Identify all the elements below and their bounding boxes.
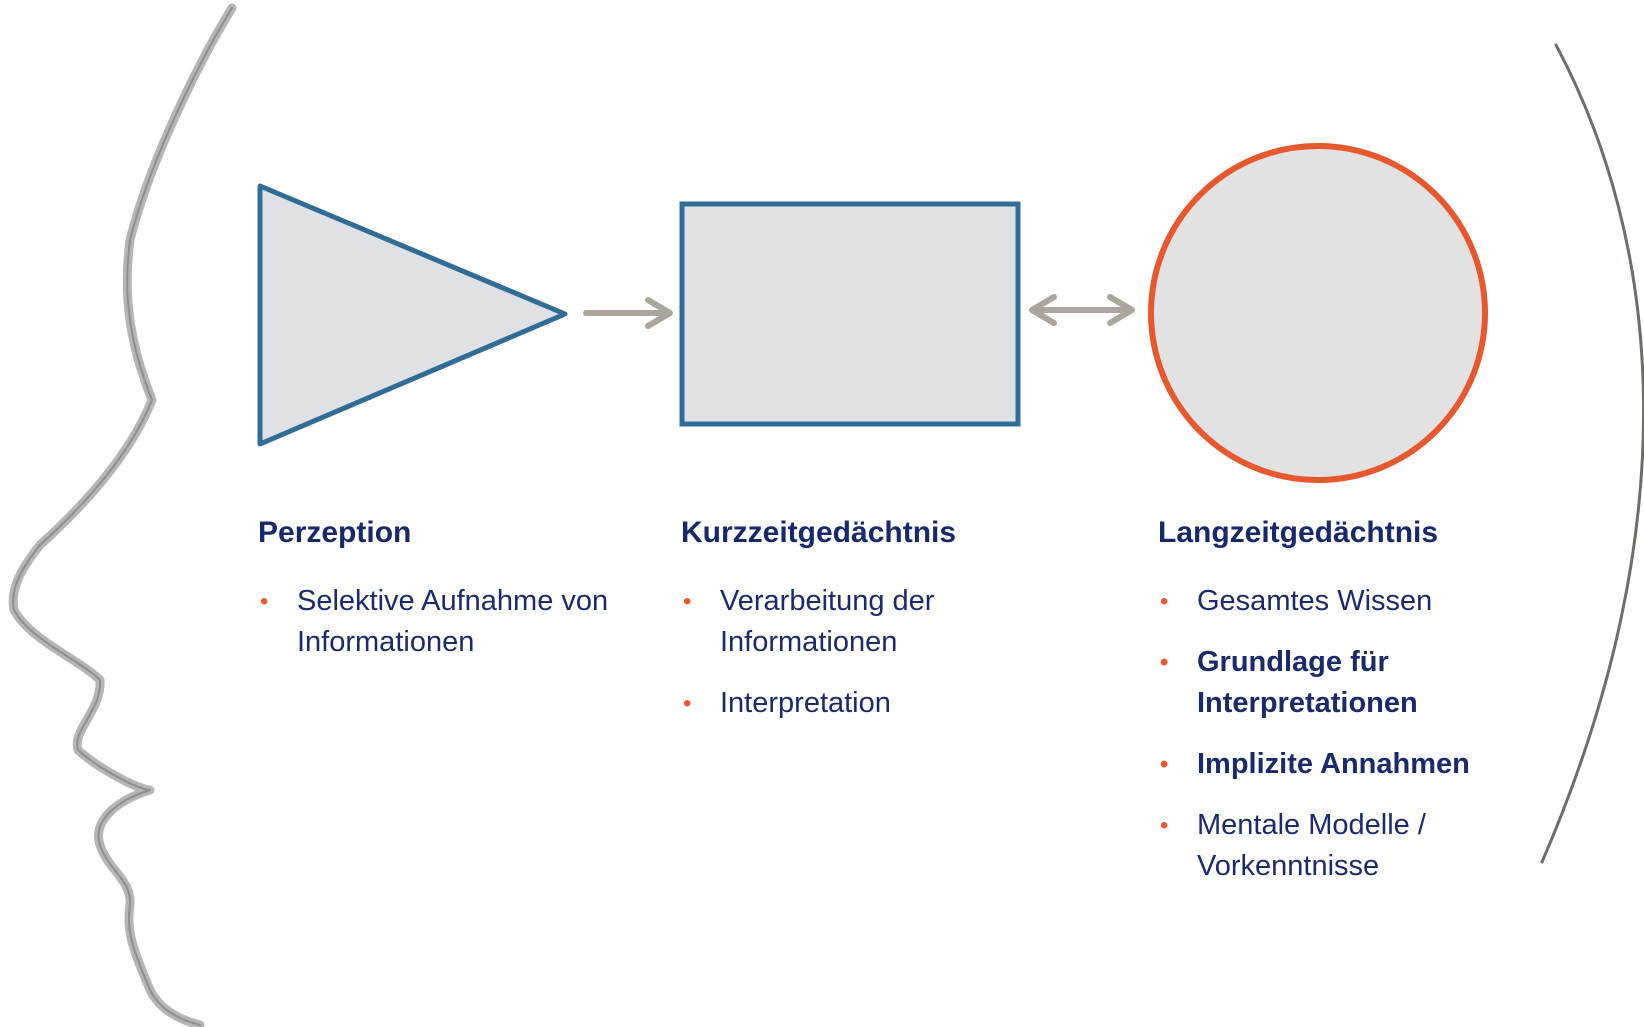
arrow-short-term-long-term-bidirectional: [1029, 294, 1135, 326]
long-term-memory-list: • Gesamtes Wissen • Grundlage für Interpre…: [1158, 581, 1578, 887]
bullet-icon: •: [1160, 812, 1169, 839]
perception-column: Perzeption • Selektive Aufnahme von Infor…: [258, 515, 618, 683]
list-item-text: Grundlage für Interpretationen: [1197, 646, 1418, 719]
short-term-memory-heading: Kurzzeitgedächtnis: [681, 516, 957, 549]
list-item: • Verarbeitung der Informationen: [681, 581, 1061, 663]
head-profile-outline: [8, 3, 237, 1027]
list-item: • Interpretation: [681, 683, 1061, 724]
list-item: • Implizite Annahmen: [1158, 744, 1578, 785]
list-item-text: Verarbeitung der Informationen: [720, 585, 935, 658]
list-item-text: Mentale Modelle / Vorkenntnisse: [1197, 809, 1426, 882]
list-item: • Selektive Aufnahme von Informationen: [258, 581, 618, 663]
long-term-memory-heading: Langzeitgedächtnis: [1158, 516, 1439, 549]
list-item-text: Implizite Annahmen: [1197, 748, 1470, 780]
list-item-text: Gesamtes Wissen: [1197, 585, 1433, 617]
head-profile-inner-line: [12, 7, 233, 1026]
list-item: • Grundlage für Interpretationen: [1158, 642, 1578, 724]
list-item: • Gesamtes Wissen: [1158, 581, 1578, 622]
short-term-memory-list: • Verarbeitung der Informationen • Interpr…: [681, 581, 1061, 724]
bullet-icon: •: [1160, 588, 1169, 615]
perception-list: • Selektive Aufnahme von Informationen: [258, 581, 618, 663]
bullet-icon: •: [683, 690, 692, 717]
short-term-memory-column: Kurzzeitgedächtnis • Verarbeitung der Inf…: [681, 515, 1061, 744]
bullet-icon: •: [1160, 649, 1169, 676]
long-term-memory-column: Langzeitgedächtnis • Gesamtes Wissen • Gru…: [1158, 515, 1578, 907]
bullet-icon: •: [683, 588, 692, 615]
bullet-icon: •: [1160, 751, 1169, 778]
list-item-text: Selektive Aufnahme von Informationen: [297, 585, 609, 658]
bullet-icon: •: [260, 588, 269, 615]
list-item-text: Interpretation: [720, 687, 891, 719]
list-item: • Mentale Modelle / Vorkenntnisse: [1158, 805, 1578, 887]
arrow-perception-to-short-term: [583, 297, 673, 329]
short-term-memory-rectangle: [679, 201, 1021, 427]
perception-triangle: [257, 183, 568, 447]
perception-heading: Perzeption: [258, 516, 412, 549]
long-term-memory-circle: [1148, 143, 1488, 483]
